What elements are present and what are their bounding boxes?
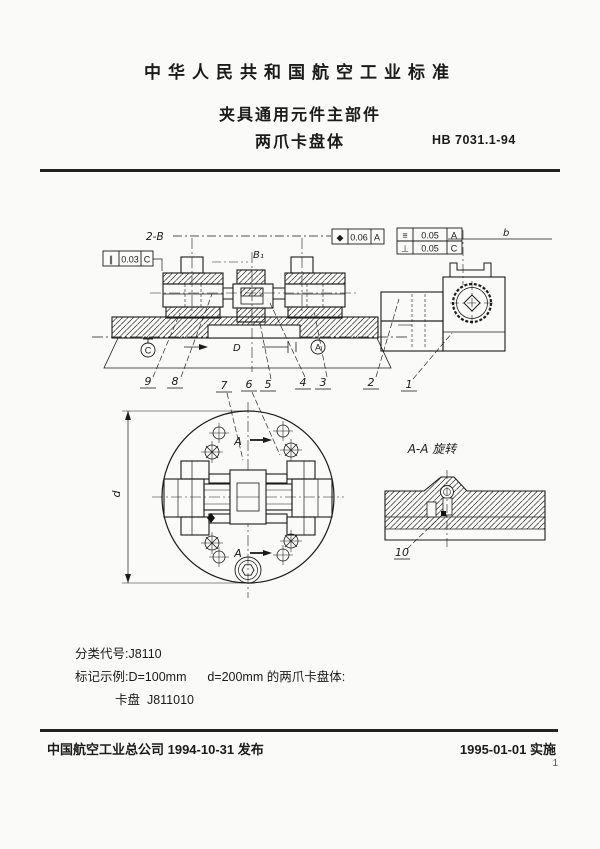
- crossed-holes: [201, 439, 302, 554]
- part-number-9: 9: [145, 375, 152, 388]
- datum-c-letter: C: [145, 346, 152, 356]
- section-view: [384, 470, 546, 560]
- parallelism-tolerance-frame: [102, 250, 163, 271]
- section-a-label-bottom: A: [233, 547, 242, 560]
- label-d-diameter: d: [110, 489, 123, 497]
- label-2b: 2-B: [146, 231, 164, 243]
- part-number-8: 8: [172, 375, 179, 388]
- position-symbol: ◆: [337, 233, 344, 243]
- label-b1: B₁: [253, 250, 264, 261]
- footer-implemented: 1995-01-01 实施: [459, 742, 556, 757]
- symmetry-perpendicularity-frame: [396, 227, 463, 255]
- section-title: A-A 旋转: [407, 442, 459, 456]
- symmetry-symbol: ≡: [402, 231, 407, 241]
- perpendicularity-value: 0.05: [421, 244, 439, 254]
- standard-code: HB 7031.1-94: [432, 133, 516, 147]
- section-a-label-top: A: [233, 435, 242, 448]
- position-value: 0.06: [350, 233, 368, 243]
- footer-issued: 中国航空工业总公司 1994-10-31 发布: [47, 742, 264, 757]
- part-number-6: 6: [246, 378, 253, 391]
- part-underlines: [140, 387, 417, 393]
- hex-socket-screw: [234, 556, 262, 584]
- document-title-line1: 夹具通用元件主部件: [218, 107, 381, 124]
- symmetry-value: 0.05: [421, 231, 439, 241]
- part-number-2: 2: [368, 376, 375, 389]
- part-number-3: 3: [320, 376, 327, 389]
- parallelism-datum: C: [144, 255, 151, 265]
- perpendicularity-datum: C: [451, 244, 458, 254]
- position-datum: A: [374, 233, 380, 243]
- top-view: [122, 402, 344, 598]
- note-marking-example: 标记示例:D=100mm d=200mm 的两爪卡盘体:: [75, 670, 346, 684]
- part-number-1: 1: [406, 378, 413, 391]
- bolt-holes: [209, 421, 293, 567]
- symmetry-datum: A: [451, 231, 457, 241]
- part-number-4: 4: [300, 376, 307, 389]
- perpendicularity-symbol: ⊥: [401, 244, 409, 254]
- label-d-slot: D: [233, 343, 241, 354]
- front-view: [92, 228, 453, 461]
- label-b-width: b: [503, 228, 509, 239]
- datum-c-symbol: [140, 338, 156, 358]
- parallelism-value: 0.03: [121, 255, 139, 265]
- note-class-code: 分类代号:J8110: [75, 647, 162, 661]
- document-title-line2: 两爪卡盘体: [254, 134, 345, 151]
- standard-name: 中华人民共和国航空工业标准: [144, 63, 456, 82]
- note-designation: 卡盘 J811010: [115, 693, 194, 707]
- header-rule: [40, 169, 560, 172]
- side-view: [380, 227, 552, 352]
- part-number-7: 7: [221, 379, 228, 392]
- parallelism-symbol: ∥: [109, 255, 114, 265]
- footer-rule: [40, 729, 558, 732]
- part-leaders: [152, 293, 453, 461]
- position-tolerance-frame: [331, 228, 385, 245]
- datum-a-letter: A: [315, 343, 321, 353]
- page-number: 1: [552, 758, 558, 769]
- part-number-10: 10: [395, 546, 409, 559]
- part-number-5: 5: [265, 378, 272, 391]
